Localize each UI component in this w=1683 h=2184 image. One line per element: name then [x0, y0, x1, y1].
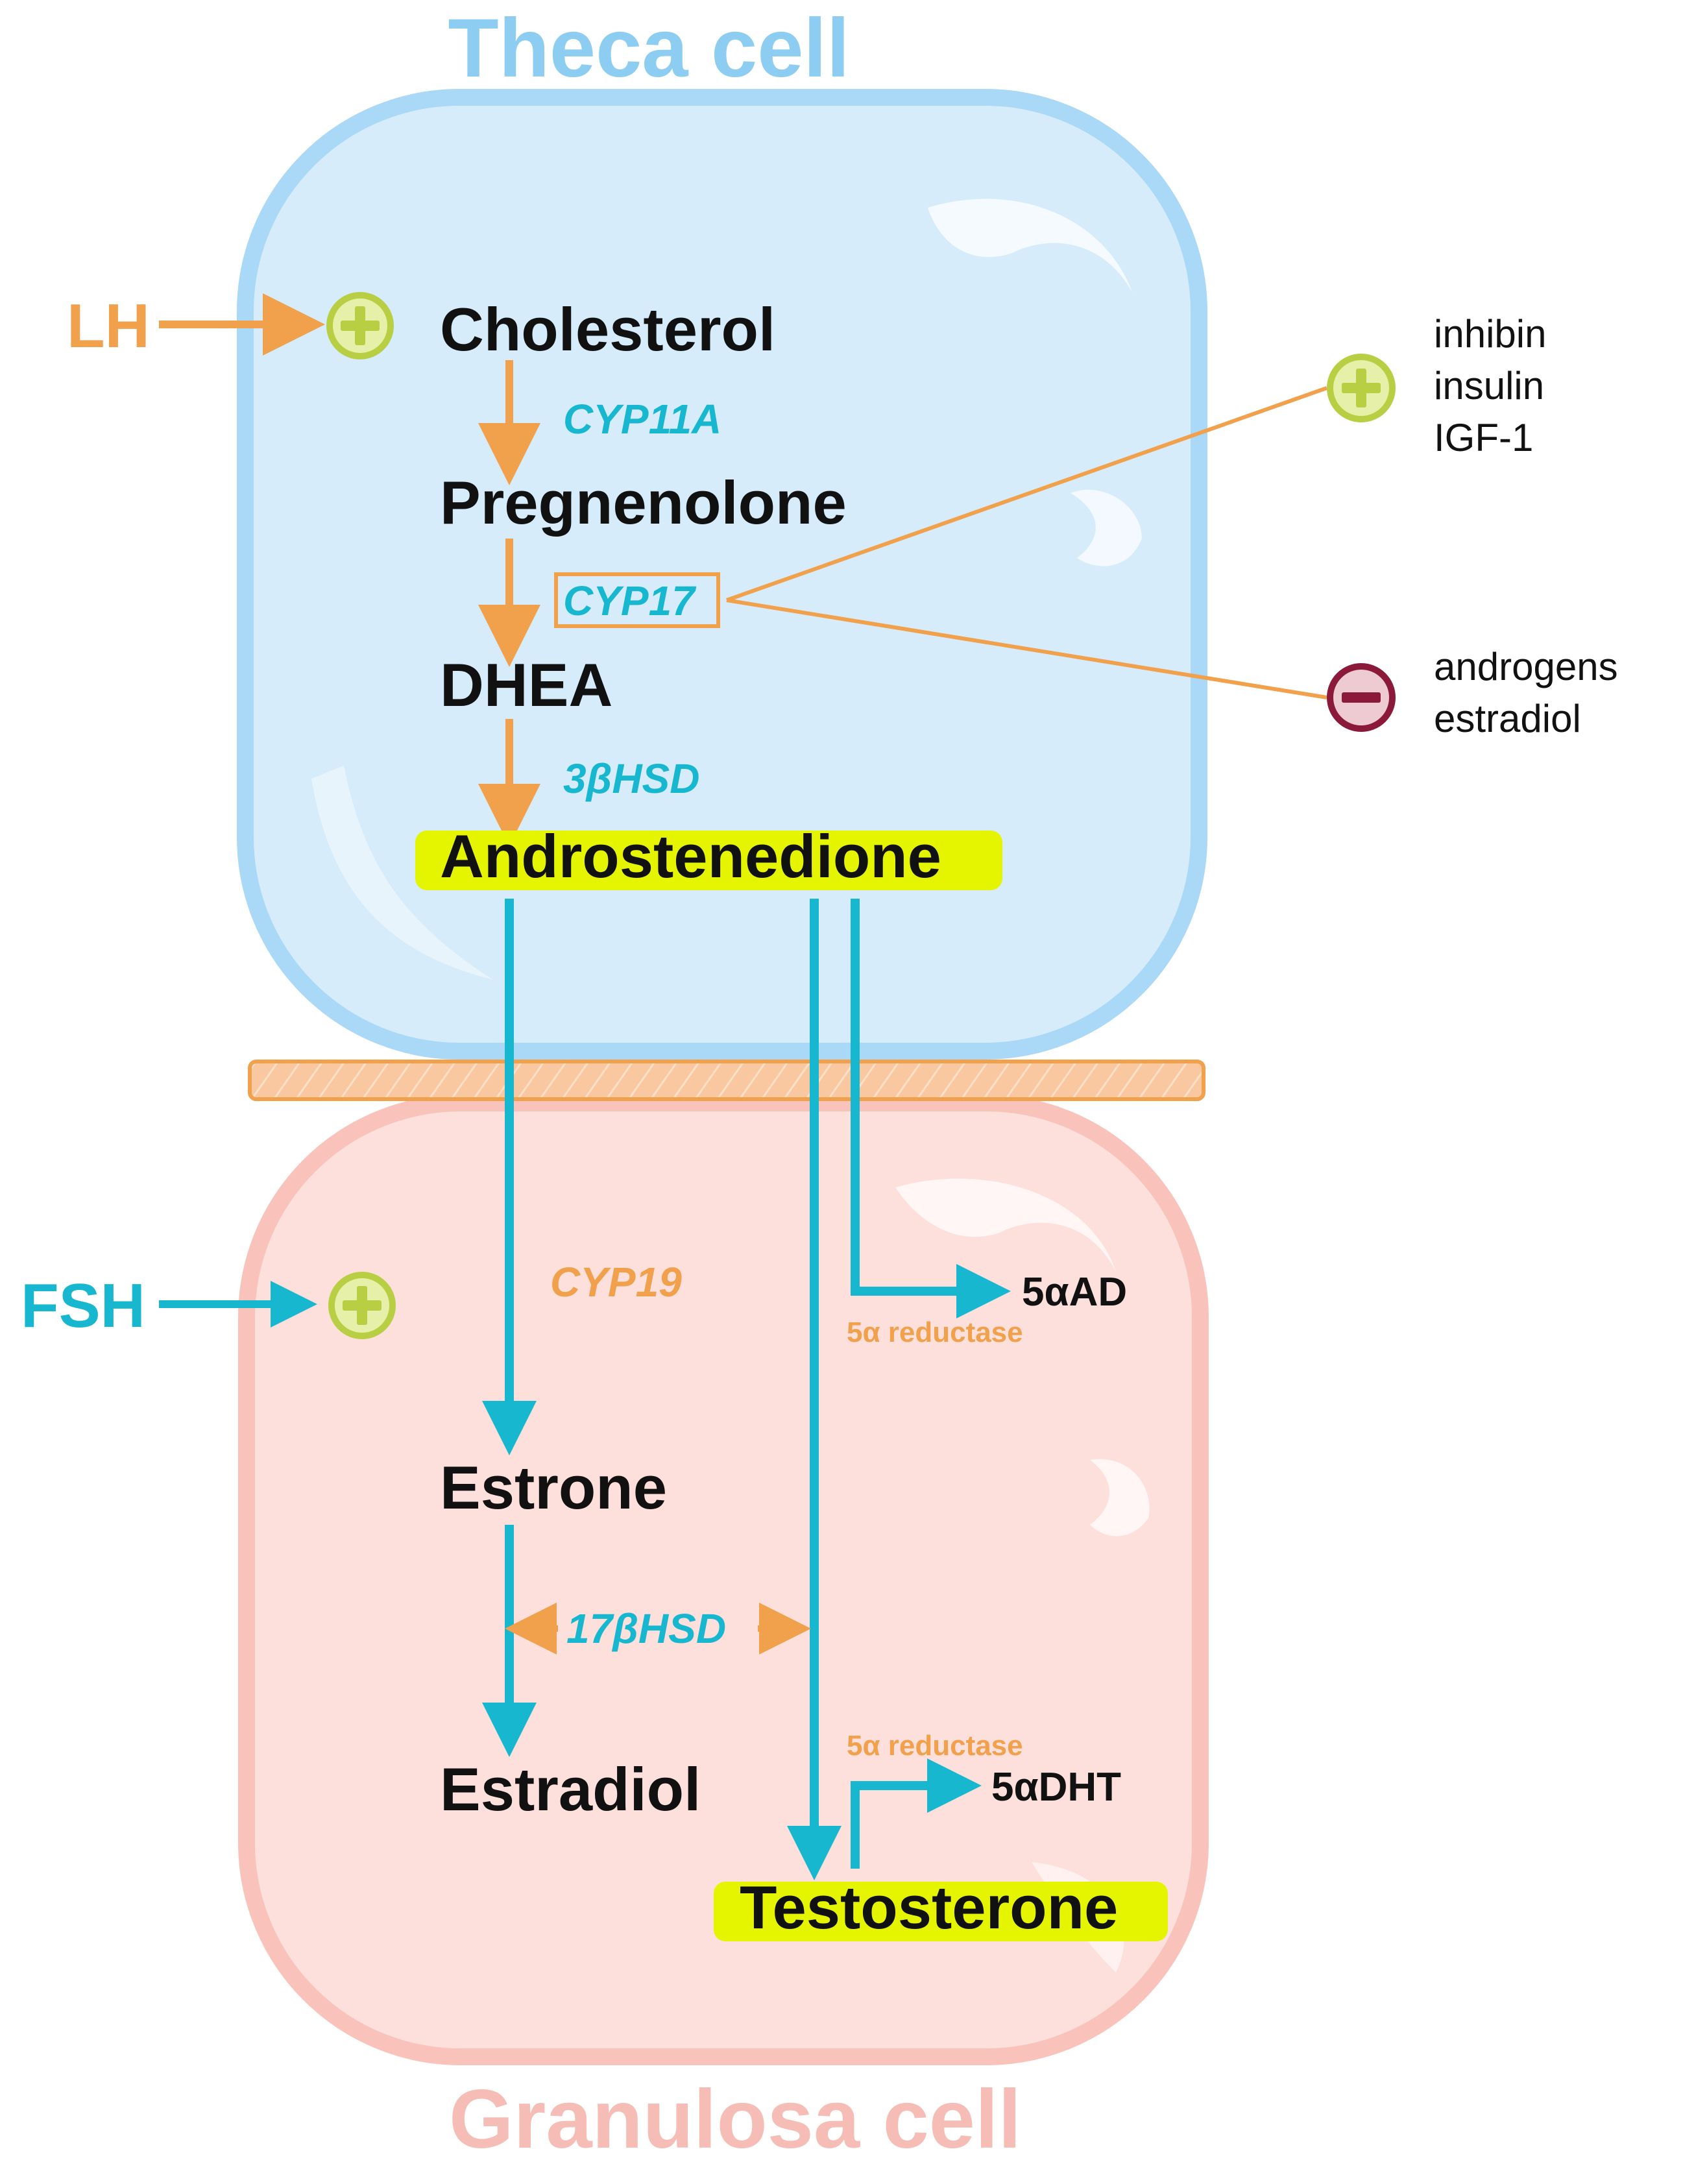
granulosa-cell-body — [238, 1095, 1209, 2065]
enzyme-cyp19: CYP19 — [550, 1259, 682, 1305]
cyp17-regulation-box — [554, 572, 720, 628]
positive-regulator-3: IGF-1 — [1434, 416, 1533, 459]
lh-stimulus: LH — [67, 291, 394, 361]
granulosa-cell: Granulosa cell — [238, 1095, 1209, 2166]
fsh-label: FSH — [21, 1271, 145, 1341]
metabolite-cholesterol: Cholesterol — [440, 295, 775, 363]
negative-regulator-1: androgens — [1434, 645, 1618, 688]
metabolite-estrone: Estrone — [440, 1453, 667, 1522]
lh-label: LH — [67, 291, 150, 361]
product-5adht: 5αDHT — [991, 1765, 1121, 1810]
plus-icon — [1327, 354, 1396, 422]
enzyme-cyp17: CYP17 — [563, 577, 697, 624]
theca-cell-title: Theca cell — [448, 2, 850, 95]
granulosa-cell-title: Granulosa cell — [449, 2073, 1021, 2166]
product-5aad: 5αAD — [1022, 1270, 1127, 1315]
positive-regulator-2: insulin — [1434, 364, 1544, 407]
cyp17-regulation: inhibin insulin IGF-1 androgens estradio… — [726, 312, 1618, 740]
granulosa-shine-highlight — [895, 1178, 1116, 1272]
minus-icon — [1327, 663, 1396, 732]
arrow-testosterone-to-5adht — [851, 1758, 982, 1869]
testosterone-highlight — [714, 1882, 1168, 1941]
granulosa-shine-highlight-2 — [1090, 1459, 1150, 1536]
positive-regulator-1: inhibin — [1434, 312, 1546, 356]
theca-shine-highlight-3 — [311, 766, 493, 980]
fsh-stimulus: FSH — [21, 1271, 396, 1341]
negative-regulator-2: estradiol — [1434, 697, 1581, 740]
regulation-line-positive — [726, 386, 1327, 602]
metabolite-dhea: DHEA — [440, 651, 612, 719]
theca-shine-highlight — [928, 199, 1132, 292]
cell-membrane-junction — [248, 1060, 1205, 1101]
metabolite-androstenedione: Androstenedione — [440, 822, 941, 890]
regulation-line-negative — [726, 598, 1327, 699]
enzyme-17bhsd: 17βHSD — [566, 1605, 726, 1652]
arrow-androstenedione-to-5aad — [851, 899, 1011, 1318]
enzyme-5a-reductase-1: 5α reductase — [847, 1316, 1023, 1348]
plus-icon — [328, 1272, 396, 1339]
metabolite-testosterone: Testosterone — [740, 1873, 1118, 1941]
enzyme-cyp11a: CYP11A — [563, 396, 721, 443]
metabolite-pregnenolone: Pregnenolone — [440, 468, 847, 537]
enzyme-3bhsd: 3βHSD — [563, 755, 699, 802]
theca-shine-highlight-2 — [1071, 489, 1142, 566]
metabolite-estradiol: Estradiol — [440, 1755, 701, 1823]
androstenedione-highlight — [415, 831, 1002, 890]
plus-icon — [326, 292, 394, 359]
enzyme-5a-reductase-2: 5α reductase — [847, 1730, 1023, 1762]
